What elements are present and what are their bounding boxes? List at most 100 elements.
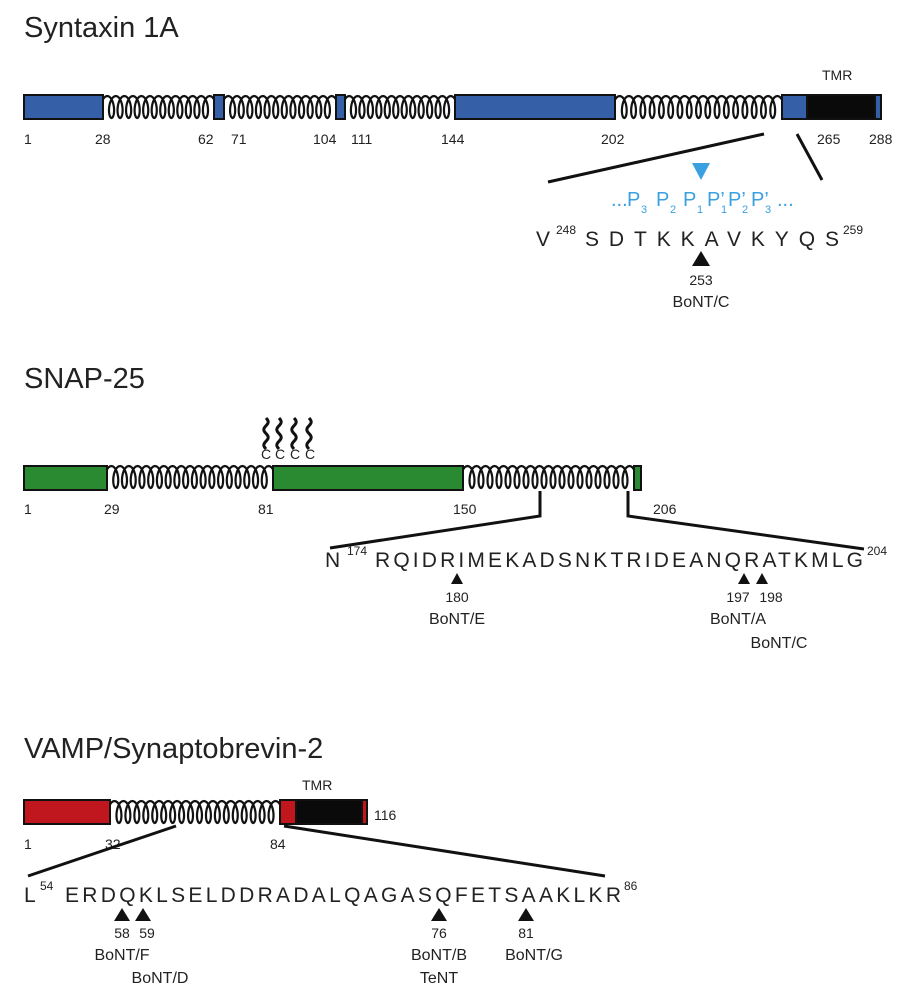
snap25-coils <box>103 464 638 490</box>
syntaxin-coil-1 <box>99 94 218 120</box>
vamp-cut-num-59: 59 <box>139 925 155 941</box>
vamp-cut-toxin-bontg: BoNT/G <box>505 947 563 964</box>
snap25-zoom-line-left <box>329 491 542 550</box>
snap25-cut-num-180: 180 <box>445 589 469 605</box>
syntaxin-pos-28: 28 <box>95 131 111 147</box>
syntaxin-cleavage-marker <box>692 163 710 180</box>
syntaxin-subsite-p3-sub: 3 <box>641 204 647 216</box>
vamp-panel: VAMP/Synaptobrevin-2 TMR 1 32 84 116 L 5… <box>23 733 638 987</box>
snap25-seq-start: N <box>325 549 340 572</box>
syntaxin-domain-4 <box>454 94 616 120</box>
vamp-cut-arrow-76 <box>431 908 447 921</box>
snap25-cut-toxin-bonta: BoNT/A <box>710 611 766 628</box>
syntaxin-coil-2 <box>220 94 340 120</box>
syntaxin-subsite-p2: P <box>656 189 669 211</box>
syntaxin-coil-3 <box>341 94 459 120</box>
vamp-tmr-label: TMR <box>302 777 332 793</box>
syntaxin-pos-288: 288 <box>869 131 893 147</box>
snap25-pos-29: 29 <box>104 501 120 517</box>
syntaxin-domain-1 <box>23 94 104 120</box>
syntaxin-subsite-p1prime-sub: 1 <box>721 204 727 216</box>
syntaxin-subsite-prefix: ... <box>611 189 628 211</box>
vamp-domain-2 <box>279 799 297 825</box>
syntaxin-pos-144: 144 <box>441 131 465 147</box>
syntaxin-subsite-p1: P <box>683 189 696 211</box>
syntaxin-positions: 1 28 62 71 104 111 144 202 265 288 <box>24 131 893 147</box>
vamp-seq-start-num: 54 <box>40 879 54 893</box>
snap25-cut-arrow-198 <box>756 573 768 584</box>
snap25-cut-num-197: 197 <box>726 589 750 605</box>
snap25-domain-1 <box>23 465 108 491</box>
vamp-cut-toxin-bontb: BoNT/B <box>411 947 467 964</box>
syntaxin-subsite-p1-sub: 1 <box>697 204 703 216</box>
syntaxin-coils <box>99 94 786 120</box>
snap25-cys-label-4: C <box>305 446 315 462</box>
vamp-cut-toxin-tent: TeNT <box>420 970 458 987</box>
vamp-cut-arrow-59 <box>135 908 151 921</box>
syntaxin-domain-cterm <box>874 94 882 120</box>
vamp-tmr-domain <box>295 799 363 825</box>
syntaxin-subsite-p3prime: P’ <box>751 189 769 211</box>
snap25-cut-toxin-bontc: BoNT/C <box>751 635 808 652</box>
syntaxin-subsite-suffix: ... <box>777 189 794 211</box>
snap25-pos-150: 150 <box>453 501 477 517</box>
vamp-cut-toxin-bontd: BoNT/D <box>132 970 189 987</box>
vamp-pos-84: 84 <box>270 836 286 852</box>
vamp-zoom-line-right <box>283 824 606 878</box>
vamp-coil-1 <box>106 799 284 825</box>
vamp-cut-toxin-bontf: BoNT/F <box>94 947 149 964</box>
snap25-palmitoyl-chain-2 <box>275 417 283 450</box>
syntaxin-subsite-p1prime: P’ <box>707 189 725 211</box>
vamp-seq-body: ERDQKLSELDDRADALQAGASQFETSAAKLKR <box>65 884 621 907</box>
vamp-cut-num-76: 76 <box>431 925 447 941</box>
snap25-palmitoyl-chain-4 <box>305 417 313 450</box>
snap25-pos-1: 1 <box>24 501 32 517</box>
syntaxin-cut-num-253: 253 <box>689 272 713 288</box>
syntaxin-zoom-line-left <box>547 132 765 184</box>
vamp-cut-num-81: 81 <box>518 925 534 941</box>
syntaxin-tmr-domain <box>806 94 876 120</box>
snap25-coil-1 <box>103 464 277 490</box>
snap25-coil-2 <box>459 464 638 490</box>
snap25-panel: SNAP-25 C C C C 1 29 81 150 206 <box>23 363 887 652</box>
vamp-seq-end-num: 86 <box>624 879 638 893</box>
syntaxin-zoom-line-right <box>795 133 824 181</box>
vamp-pos-1: 1 <box>24 836 32 852</box>
syntaxin-subsite-p2prime-sub: 2 <box>742 204 748 216</box>
syntaxin-cut-arrow-253 <box>692 251 710 266</box>
snap25-domain-2 <box>272 465 464 491</box>
vamp-domain-cterm <box>361 799 368 825</box>
snap25-palmitoyl-chain-3 <box>290 417 298 450</box>
syntaxin-pos-1: 1 <box>24 131 32 147</box>
snap25-cys-label-1: C <box>261 446 271 462</box>
syntaxin-subsite-p3: P <box>627 189 640 211</box>
syntaxin-pos-111: 111 <box>351 131 372 147</box>
syntaxin-pos-202: 202 <box>601 131 625 147</box>
syntaxin-pos-104: 104 <box>313 131 337 147</box>
syntaxin-tmr-label: TMR <box>822 67 852 83</box>
vamp-zoom-line-left <box>27 824 177 878</box>
snap25-zoom-line-right <box>626 491 865 551</box>
snap25-cysteine-labels: C C C C <box>261 446 315 462</box>
snap25-seq-start-num: 174 <box>347 544 367 558</box>
snap25-domain-3 <box>633 465 642 491</box>
vamp-cut-num-58: 58 <box>114 925 130 941</box>
snap25-palmitoyl-chains <box>262 417 313 450</box>
vamp-cut-arrow-58 <box>114 908 130 921</box>
snap25-cys-label-2: C <box>275 446 285 462</box>
snap25-cys-label-3: C <box>290 446 300 462</box>
syntaxin-seq-end-num: 259 <box>843 223 863 237</box>
snap25-seq-end-num: 204 <box>867 544 887 558</box>
snap25-pos-81: 81 <box>258 501 274 517</box>
snap25-cut-arrow-197 <box>738 573 750 584</box>
syntaxin-subsite-p3prime-sub: 3 <box>765 204 771 216</box>
syntaxin-domain-5 <box>781 94 808 120</box>
vamp-seq-start: L <box>24 884 36 907</box>
syntaxin-pos-62: 62 <box>198 131 214 147</box>
snap25-cut-toxin-bonte: BoNT/E <box>429 611 485 628</box>
snap25-title: SNAP-25 <box>24 363 145 395</box>
syntaxin-panel: Syntaxin 1A TMR 1 28 62 71 104 111 144 2… <box>23 12 893 311</box>
syntaxin-pos-265: 265 <box>817 131 841 147</box>
syntaxin-domain-2 <box>213 94 225 120</box>
